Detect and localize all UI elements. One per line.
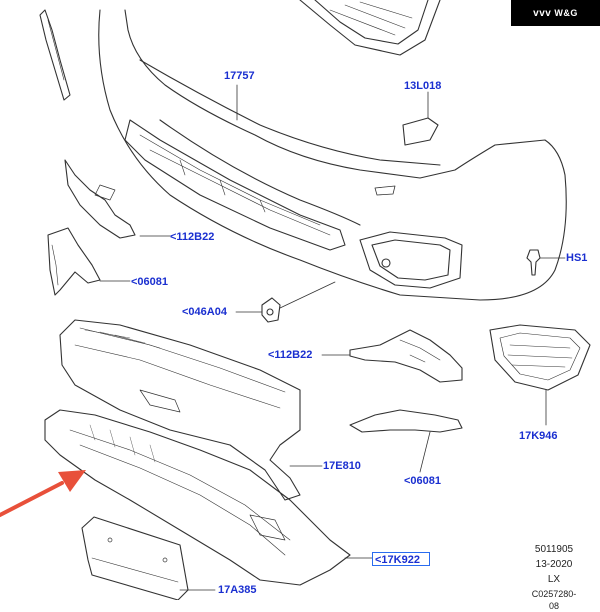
screw-HS1: [526, 249, 541, 276]
highlight-box: [372, 552, 430, 566]
clip-046A04: [261, 297, 281, 323]
lower-grille-bar: [124, 119, 346, 251]
callout-06081-left: <06081: [131, 276, 169, 288]
front-bumper-cover: [98, 9, 567, 301]
callout-13L018: 13L018: [404, 80, 442, 92]
diagram-ref: C0257280-08: [531, 589, 577, 611]
upper-grille: [299, 0, 441, 56]
bracket-112B22-right: [349, 329, 463, 383]
diagram-date: 13-2020: [535, 559, 573, 570]
bracket-112B22-left: [64, 159, 136, 239]
watermark-text: W&G: [554, 8, 578, 18]
lower-valance-17E810: [59, 319, 301, 501]
seal-06081-left: [47, 227, 101, 296]
diagram-code: 5011905: [534, 544, 574, 555]
seal-06081-right: [349, 409, 463, 433]
callout-112B22-left: <112B22: [170, 231, 215, 243]
pointer-arrow: [0, 470, 86, 517]
callout-06081-right: <06081: [404, 475, 442, 487]
callout-17757: 17757: [224, 70, 255, 82]
callout-17K922: <17K922: [375, 554, 420, 566]
callout-046A04: <046A04: [182, 306, 227, 318]
tow-eye-cover-13L018: [402, 117, 439, 146]
callout-17A385: 17A385: [218, 584, 257, 596]
callout-HS1: HS1: [566, 252, 588, 264]
license-plate-bracket-17A385: [81, 516, 189, 601]
diagram-model: LX: [547, 574, 561, 585]
brand-logo-icon: vvv: [533, 7, 552, 19]
grille-insert-17K946: [489, 324, 591, 391]
watermark: vvv W&G: [511, 0, 600, 26]
lower-grille-17K922: [44, 409, 351, 586]
callout-17E810: 17E810: [323, 460, 361, 472]
callout-112B22-right: <112B22: [268, 349, 313, 361]
callout-17K946: 17K946: [519, 430, 558, 442]
left-side-trim: [39, 9, 71, 101]
